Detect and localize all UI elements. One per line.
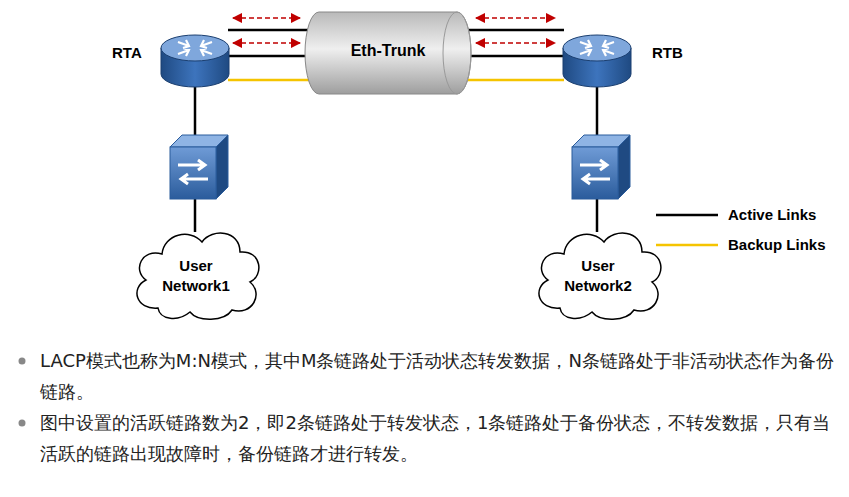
- bullet-note: 图中设置的活跃链路数为2，即2条链路处于转发状态，1条链路处于备份状态，不转发数…: [40, 407, 835, 469]
- router-node: RTB: [560, 28, 634, 90]
- bullet-dot: [19, 420, 26, 427]
- bullet-dot: [19, 358, 26, 365]
- switch-icon: [170, 135, 228, 199]
- network-name: User Network2: [558, 256, 638, 296]
- legend-label: Backup Links: [728, 236, 826, 253]
- router-node: RTA: [158, 28, 232, 90]
- legend-label: Active Links: [728, 206, 816, 223]
- eth-trunk-cylinder: Eth-Trunk: [303, 10, 473, 96]
- router-name: RTA: [112, 44, 142, 61]
- network-name: User Network1: [156, 256, 236, 296]
- switch-icon: [572, 135, 630, 199]
- user-network-cloud: User Network2: [530, 226, 666, 322]
- router-shape: [158, 28, 232, 90]
- user-network-cloud: User Network1: [128, 226, 264, 322]
- legend-line-sample: [656, 214, 718, 217]
- trunk-name: Eth-Trunk: [303, 42, 473, 60]
- legend-line-sample: [656, 244, 718, 247]
- bullet-note: LACP模式也称为M:N模式，其中M条链路处于活动状态转发数据，N条链路处于非活…: [40, 345, 835, 407]
- router-shape: [560, 28, 634, 90]
- router-name: RTB: [652, 44, 683, 61]
